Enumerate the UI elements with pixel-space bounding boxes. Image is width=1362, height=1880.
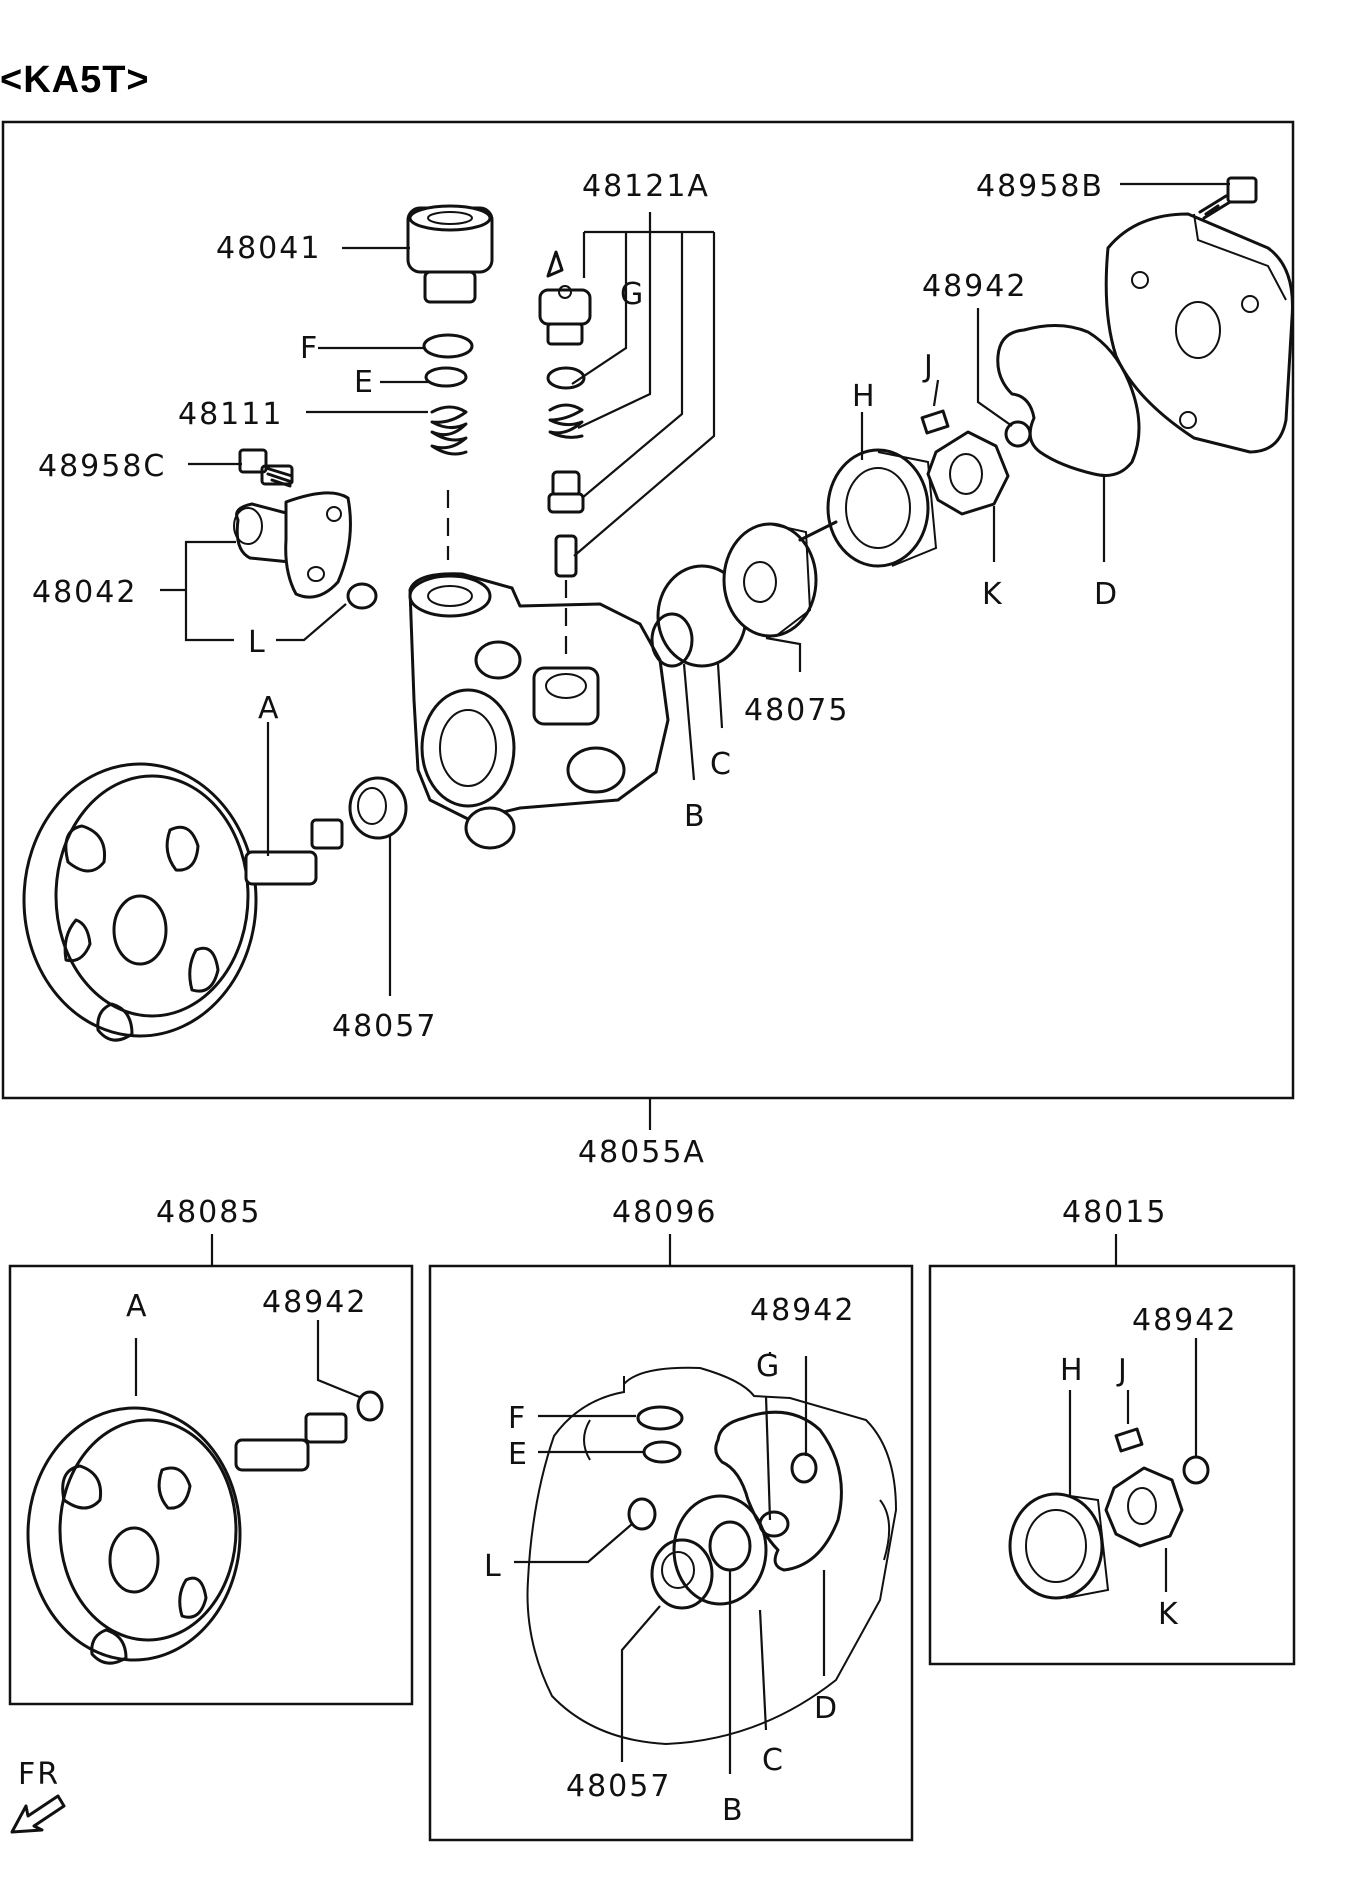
callout-B[interactable]: B xyxy=(684,799,707,834)
kit-48085-o-ring xyxy=(356,1390,384,1422)
pressure-switch xyxy=(538,250,592,346)
flow-control-spring xyxy=(548,403,584,439)
kit-48096-frame xyxy=(428,1264,914,1842)
kit-48015-callout-J[interactable]: J xyxy=(1116,1353,1129,1388)
kit-48096-callout-48942[interactable]: 48942 xyxy=(750,1293,855,1328)
kit-48096-callout-48057[interactable]: 48057 xyxy=(566,1769,671,1804)
front-direction-arrow-icon xyxy=(10,1794,66,1834)
callout-48096[interactable]: 48096 xyxy=(612,1195,717,1230)
kit-48085-frame xyxy=(8,1264,414,1706)
callout-48958C[interactable]: 48958C xyxy=(38,449,166,484)
model-code-title: <KA5T> xyxy=(0,59,150,101)
part-48111-spring xyxy=(430,405,468,456)
kit-48015-rotor xyxy=(1104,1466,1184,1548)
kit-48015-frame xyxy=(928,1264,1296,1666)
callout-48015[interactable]: 48015 xyxy=(1062,1195,1167,1230)
part-48075-pressure-plate xyxy=(722,522,818,638)
part-48958C-bolt xyxy=(238,448,294,488)
o-ring-e xyxy=(424,366,468,388)
kit-48085-callout-A[interactable]: A xyxy=(126,1289,149,1324)
callout-48085[interactable]: 48085 xyxy=(156,1195,261,1230)
kit-48096-pump-outline xyxy=(526,1366,898,1746)
callout-48958B[interactable]: 48958B xyxy=(976,169,1104,204)
callout-48057[interactable]: 48057 xyxy=(332,1009,437,1044)
callout-48075[interactable]: 48075 xyxy=(744,693,849,728)
callout-K[interactable]: K xyxy=(982,577,1004,612)
callout-D[interactable]: D xyxy=(1094,577,1119,612)
part-48958B-bolt xyxy=(1198,176,1258,220)
main-leader-lines xyxy=(160,182,1230,996)
callout-J[interactable]: J xyxy=(922,349,935,384)
o-ring-b xyxy=(650,612,694,668)
kit-48085-pulley xyxy=(26,1406,348,1665)
kit-48096-callout-L[interactable]: L xyxy=(484,1549,503,1584)
main-assembly-frame xyxy=(1,120,1295,1100)
o-ring-l xyxy=(346,582,378,610)
rear-cover xyxy=(1104,212,1294,454)
o-ring-g xyxy=(546,366,586,390)
kit-48096-callout-B[interactable]: B xyxy=(722,1793,745,1828)
kit-48015-callout-48942[interactable]: 48942 xyxy=(1132,1303,1237,1338)
callout-F[interactable]: F xyxy=(300,331,319,366)
pulley-and-shaft xyxy=(22,762,344,1042)
kit-48096-callout-D[interactable]: D xyxy=(814,1691,839,1726)
callout-48942[interactable]: 48942 xyxy=(922,269,1027,304)
rotor-k xyxy=(926,430,1010,516)
callout-C[interactable]: C xyxy=(710,747,733,782)
callout-H[interactable]: H xyxy=(852,379,877,414)
callout-48111[interactable]: 48111 xyxy=(178,397,283,432)
vane-j xyxy=(920,409,950,435)
kit-48015-callout-H[interactable]: H xyxy=(1060,1353,1085,1388)
kit-48015-o-ring xyxy=(1182,1455,1210,1485)
callout-48041[interactable]: 48041 xyxy=(216,231,321,266)
kit-48096-callout-E[interactable]: E xyxy=(508,1437,529,1472)
kit-48015-vane xyxy=(1114,1427,1144,1453)
kit-48096-seals xyxy=(627,1405,843,1610)
flow-control-valve xyxy=(547,470,585,514)
kit-48096-callout-C[interactable]: C xyxy=(762,1743,785,1778)
cam-ring-h xyxy=(826,448,938,568)
front-direction-label: FR xyxy=(18,1757,60,1792)
part-48042-suction-connector xyxy=(233,491,352,599)
callout-48042[interactable]: 48042 xyxy=(32,575,137,610)
kit-48015-cam-ring xyxy=(1008,1492,1110,1600)
callout-E[interactable]: E xyxy=(354,365,375,400)
callout-48121A[interactable]: 48121A xyxy=(582,169,710,204)
part-48057-oil-seal xyxy=(348,776,408,840)
part-48041-union-fitting xyxy=(406,204,494,304)
callout-G[interactable]: G xyxy=(620,277,645,312)
pump-body xyxy=(408,490,670,850)
callout-48055A[interactable]: 48055A xyxy=(578,1135,706,1170)
pin xyxy=(798,520,838,542)
connector-plug xyxy=(554,534,578,578)
gasket-d xyxy=(996,323,1141,477)
o-ring-f xyxy=(422,333,474,359)
callout-A[interactable]: A xyxy=(258,691,281,726)
kit-48015-callout-K[interactable]: K xyxy=(1158,1597,1180,1632)
kit-48096-callout-G[interactable]: G xyxy=(756,1349,781,1384)
callout-L[interactable]: L xyxy=(248,625,267,660)
kit-48096-callout-F[interactable]: F xyxy=(508,1401,527,1436)
kit-48085-callout-48942[interactable]: 48942 xyxy=(262,1285,367,1320)
